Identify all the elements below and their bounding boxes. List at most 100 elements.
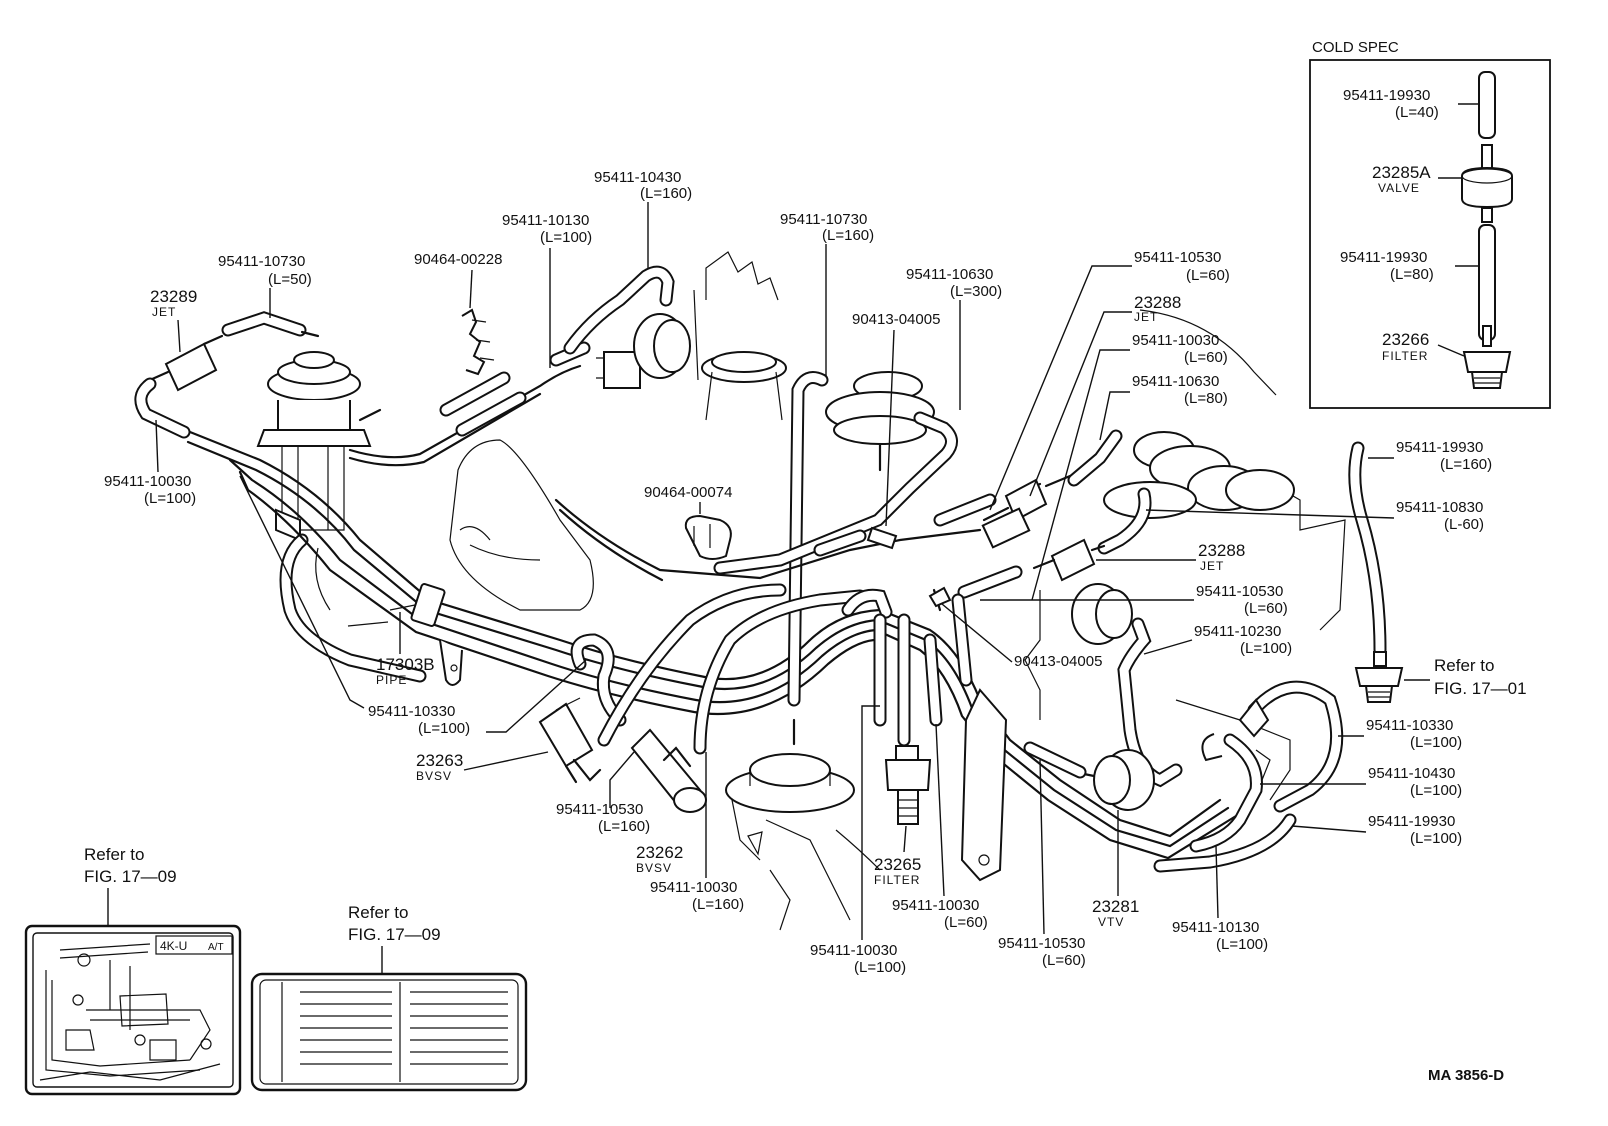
label-10530c: 95411-10530: [556, 801, 643, 818]
air-cleaner-outlet: [449, 439, 594, 611]
label-cs-valve: VALVE: [1378, 181, 1420, 195]
vsv-top: [596, 313, 691, 389]
label-10030d-len: (L=60): [944, 914, 988, 931]
hose-10830-l60: [1097, 487, 1152, 555]
label-10030a: 95411-10030: [1132, 332, 1219, 349]
label-04005b: 90413-04005: [1014, 653, 1102, 670]
label-23263: 23263: [416, 751, 463, 770]
label-10730a: 95411-10730: [780, 211, 867, 228]
tube-aircleaner: [554, 498, 982, 580]
label-10630a-len: (L=300): [950, 283, 1002, 300]
hose-19930-right: [1153, 813, 1297, 873]
label-10030d: 95411-10030: [892, 897, 979, 914]
label-10130a: 95411-10130: [502, 212, 589, 229]
label-cs-23285a: 23285A: [1372, 163, 1431, 182]
hose-10630-l300: [713, 411, 958, 575]
label-17303b: 17303B: [376, 655, 435, 674]
label-10730b: 95411-10730: [218, 253, 305, 270]
bracket-left: [439, 639, 463, 686]
label-10730b-len: (L=50): [268, 271, 312, 288]
connector-04005-a: [866, 526, 898, 550]
label-10030b: 95411-10030: [104, 473, 191, 490]
label-cs-19930b: 95411-19930: [1340, 249, 1427, 266]
label-10630a: 95411-10630: [906, 266, 993, 283]
label-10030b-len: (L=100): [144, 490, 196, 507]
label-10030e-len: (L=100): [854, 959, 906, 976]
filter-23265: [884, 613, 932, 825]
cold-spec-inset: COLD SPEC 95411-19930 (L=40) 23285A VALV…: [1309, 39, 1551, 409]
jet-23288-upper: [981, 474, 1072, 549]
label-cs-filter: FILTER: [1382, 349, 1428, 363]
label-23262: 23262: [636, 843, 683, 862]
label-19930c-len: (L=160): [1440, 456, 1492, 473]
label-10630b-len: (L=80): [1184, 390, 1228, 407]
egr-valve-assembly: [256, 351, 372, 542]
label-04005a: 90413-04005: [852, 311, 940, 328]
label-10830: 95411-10830: [1396, 499, 1483, 516]
label-10530d: 95411-10530: [998, 935, 1085, 952]
hose-10330-left: [570, 633, 627, 727]
label-refer-1701-b: FIG. 17—01: [1434, 679, 1527, 698]
bracket-center: [960, 688, 1008, 882]
cold-spec-title: COLD SPEC: [1312, 39, 1399, 56]
label-10330a: 95411-10330: [368, 703, 455, 720]
label-vtv: VTV: [1098, 915, 1124, 929]
modulator-center: [825, 371, 935, 472]
label-10530c-len: (L=160): [598, 818, 650, 835]
label-10730a-len: (L=160): [822, 227, 874, 244]
label-10430b-len: (L=100): [1410, 782, 1462, 799]
label-00228: 90464-00228: [414, 251, 502, 268]
tube-clamp: [410, 583, 446, 627]
hose-10330-right: [1238, 680, 1344, 813]
label-10430b: 95411-10430: [1368, 765, 1455, 782]
label-23288b-sub: JET: [1200, 559, 1224, 573]
label-23281: 23281: [1092, 897, 1139, 916]
label-pipe: PIPE: [376, 673, 407, 687]
label-10230-len: (L=100): [1240, 640, 1292, 657]
inset-tag: 4K-U: [160, 939, 187, 953]
hose-19930-l80: [1478, 224, 1496, 341]
inset-tag-2: A/T: [208, 942, 224, 953]
main-tube-bundle: [186, 430, 1238, 860]
oil-filler-cap: [701, 351, 787, 421]
hose-10030-l100: [134, 377, 191, 439]
label-10330a-len: (L=100): [418, 720, 470, 737]
label-10830-len: (L-60): [1444, 516, 1484, 533]
label-10430a-len: (L=160): [640, 185, 692, 202]
label-10030a-len: (L=60): [1184, 349, 1228, 366]
clamp-00228: [461, 308, 495, 376]
callout-labels: 95411-10430 (L=160) 95411-10130 (L=100) …: [104, 169, 1527, 976]
label-cs-19930b-len: (L=80): [1390, 266, 1434, 283]
label-refer-1709a-a: Refer to: [84, 845, 144, 864]
cold-spec-frame: [1309, 59, 1551, 409]
label-10530b-len: (L=60): [1244, 600, 1288, 617]
label-10030c-len: (L=160): [692, 896, 744, 913]
label-refer-1709b-b: FIG. 17—09: [348, 925, 441, 944]
label-10630b: 95411-10630: [1132, 373, 1219, 390]
tube-run-right: [813, 482, 1042, 557]
hose-10030-l160: [693, 589, 867, 755]
valve-23285a: [1461, 166, 1513, 209]
label-cs-23266: 23266: [1382, 330, 1429, 349]
label-10430a: 95411-10430: [594, 169, 681, 186]
label-10030e: 95411-10030: [810, 942, 897, 959]
hose-10530-l160: [597, 583, 787, 747]
label-10130a-len: (L=100): [540, 229, 592, 246]
drawing-code: MA 3856-D: [1428, 1067, 1504, 1084]
bvsv-23263: [538, 697, 602, 784]
vtv-23281: [1082, 749, 1155, 811]
label-refer-1709b-a: Refer to: [348, 903, 408, 922]
inset-label-plate: Refer to FIG. 17—09: [250, 903, 528, 1092]
label-bvsv-a: BVSV: [416, 769, 452, 783]
label-00074: 90464-00074: [644, 484, 732, 501]
filter-23266: [1462, 351, 1512, 373]
label-23288a: 23288: [1134, 293, 1181, 312]
label-10230: 95411-10230: [1194, 623, 1281, 640]
hose-10430-right: [1189, 733, 1263, 853]
component-right-upper: [1103, 431, 1295, 519]
inset-system-mini: Refer to FIG. 17—09 4K-U A/T: [24, 845, 242, 1096]
hose-10730-l160: [787, 371, 829, 707]
hose-10730-l50: [221, 311, 320, 338]
label-23288b: 23288: [1198, 541, 1245, 560]
